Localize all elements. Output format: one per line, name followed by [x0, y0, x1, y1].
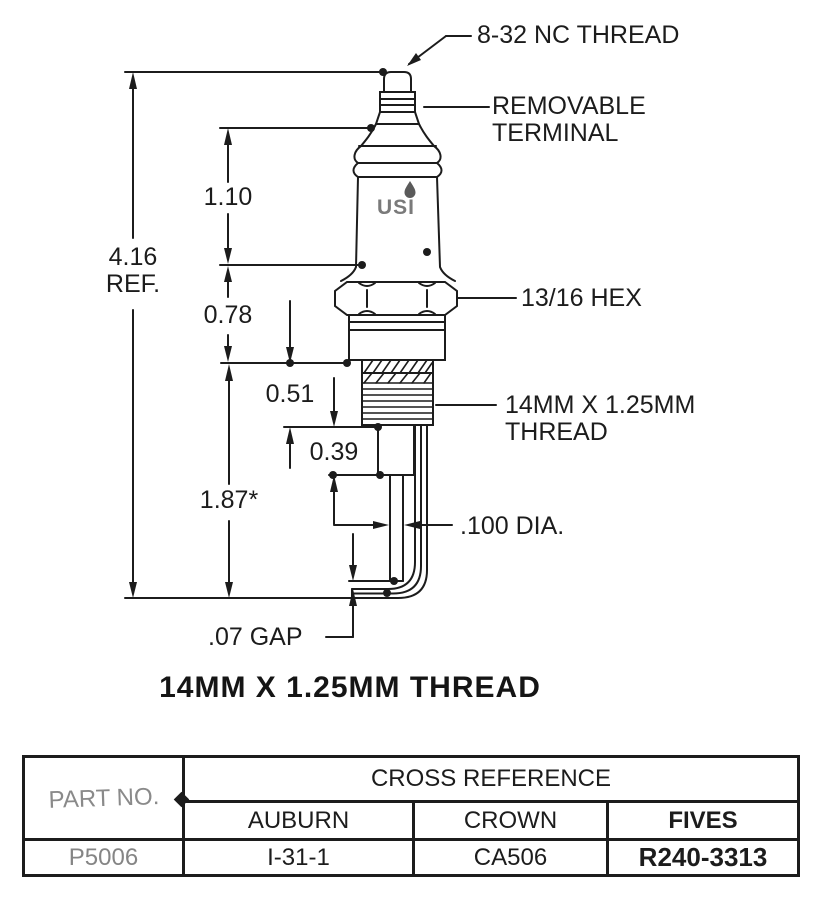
- callout-thread: 14MM X 1.25MM THREAD: [505, 392, 695, 446]
- shell: [348, 314, 446, 361]
- dim-overall-suffix: REF.: [105, 270, 161, 298]
- usi-logo-text: USI: [376, 196, 415, 219]
- cross-reference-header: CROSS REFERENCE: [182, 755, 800, 803]
- dim-reach: 1.87*: [199, 486, 259, 514]
- cell-auburn: I-31-1: [182, 838, 415, 877]
- dim-tip-length: 0.39: [309, 438, 359, 466]
- callout-electrode-dia: .100 DIA.: [460, 512, 565, 540]
- cross-reference-table: PART NO. CROSS REFERENCE AUBURN CROWN FI…: [22, 753, 800, 877]
- usi-flame-icon: [404, 181, 416, 198]
- part-no-header: PART NO.: [22, 753, 185, 843]
- dim-hex-to-seat: 0.78: [203, 301, 253, 329]
- threads: [361, 372, 434, 426]
- cell-crown: CA506: [412, 838, 609, 877]
- callout-removable-terminal: REMOVABLE TERMINAL: [492, 93, 646, 147]
- dim-overall-value: 4.16: [108, 243, 158, 271]
- terminal: [374, 71, 421, 125]
- insulator-tip: [377, 424, 415, 476]
- cell-part-no: P5006: [22, 838, 185, 877]
- callout-removable-line1: REMOVABLE: [492, 92, 646, 120]
- center-electrode: [389, 474, 404, 582]
- cell-fives: R240-3313: [606, 838, 800, 877]
- callout-gap: .07 GAP: [208, 623, 303, 651]
- column-header-fives: FIVES: [606, 800, 800, 841]
- gasket: [361, 359, 434, 374]
- junction-dots: [286, 68, 431, 597]
- callout-hex: 13/16 HEX: [521, 284, 642, 312]
- spark-plug-diagram: [124, 35, 517, 638]
- callout-top-thread: 8-32 NC THREAD: [477, 21, 680, 49]
- column-header-crown: CROWN: [412, 800, 609, 841]
- callout-thread-line2: THREAD: [505, 418, 608, 446]
- table-row: P5006 I-31-1 CA506 R240-3313: [22, 838, 800, 877]
- column-header-auburn: AUBURN: [182, 800, 415, 841]
- hex-nut: [334, 281, 458, 316]
- dim-thread-length: 0.51: [265, 380, 315, 408]
- callout-thread-line1: 14MM X 1.25MM: [505, 391, 696, 419]
- dim-overall: 4.16 REF.: [98, 244, 168, 298]
- dim-terminal-to-hex: 1.10: [203, 183, 253, 211]
- callout-removable-line2: TERMINAL: [492, 119, 619, 147]
- diagram-title: 14MM X 1.25MM THREAD: [159, 671, 541, 704]
- insulator: [340, 123, 456, 282]
- arrowheads: [129, 53, 421, 606]
